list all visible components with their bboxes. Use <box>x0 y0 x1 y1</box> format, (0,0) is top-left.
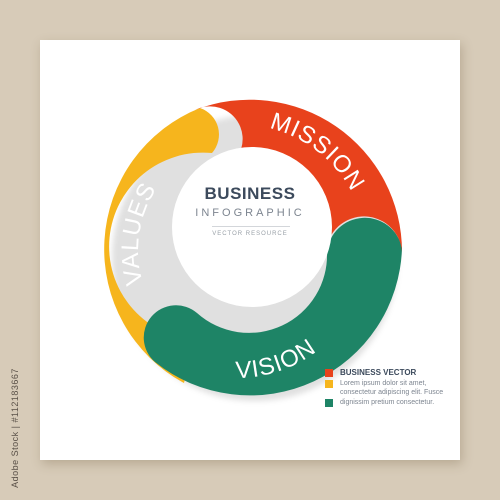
legend-item: Lorem ipsum dolor sit amet, consectetur … <box>325 379 500 397</box>
stock-watermark: Adobe Stock | #112183667 <box>8 365 22 495</box>
legend-text: Lorem ipsum dolor sit amet, <box>340 380 427 387</box>
stock-id-text: Adobe Stock | #112183667 <box>10 368 20 488</box>
center-divider <box>212 226 290 227</box>
legend-text-continued: consectetur adipiscing elit. Fusce <box>340 389 444 396</box>
center-disc <box>172 147 332 307</box>
legend-swatch-values <box>325 380 333 388</box>
center-subtitle: INFOGRAPHIC <box>195 207 305 219</box>
legend-swatch-mission <box>325 369 333 377</box>
legend: BUSINESS VECTOR Lorem ipsum dolor sit am… <box>325 368 500 408</box>
center-title: BUSINESS <box>204 184 296 203</box>
legend-text: dignissim pretium consectetur. <box>340 399 435 406</box>
values-segment <box>104 108 219 383</box>
center-tagline: VECTOR RESOURCE <box>212 231 288 237</box>
legend-title: BUSINESS VECTOR <box>340 368 417 377</box>
legend-swatch-vision <box>325 399 333 407</box>
legend-item: BUSINESS VECTOR <box>325 368 500 378</box>
vision-segment <box>143 217 403 396</box>
legend-item: dignissim pretium consectetur. <box>325 398 500 407</box>
